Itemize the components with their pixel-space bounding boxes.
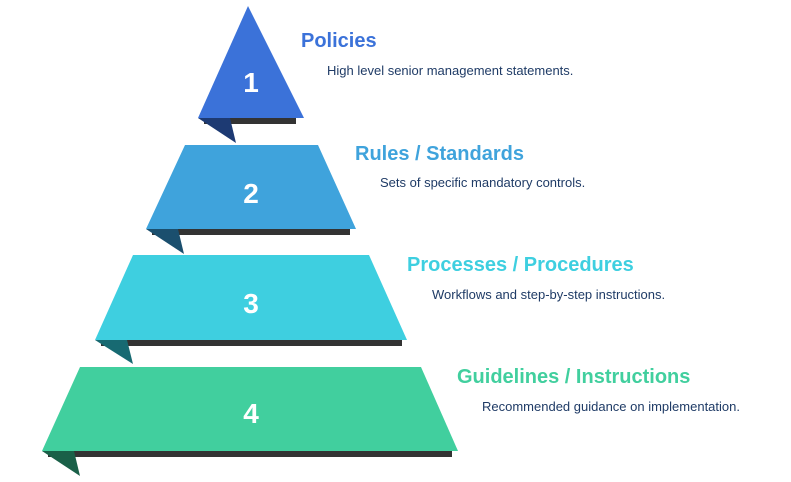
- pyramid-level-1: 1: [198, 6, 304, 143]
- level-4-description: Recommended guidance on implementation.: [482, 399, 740, 414]
- level-4-shape: [42, 367, 458, 451]
- level-3-number: 3: [243, 288, 259, 319]
- level-3-shadow-strip: [101, 340, 402, 346]
- level-2-fold: [146, 229, 184, 254]
- level-4-shadow-strip: [48, 451, 452, 457]
- level-2-number: 2: [243, 178, 259, 209]
- level-1-description: High level senior management statements.: [327, 63, 574, 78]
- pyramid-level-3: 3: [95, 255, 407, 364]
- level-1-fold: [198, 118, 236, 143]
- pyramid-level-4: 4: [42, 367, 458, 476]
- level-3-shape: [95, 255, 407, 340]
- level-2-shadow-strip: [152, 229, 350, 235]
- level-3-title: Processes / Procedures: [407, 254, 634, 276]
- level-3-description: Workflows and step-by-step instructions.: [432, 287, 666, 302]
- level-1-number: 1: [243, 67, 259, 98]
- level-2-shape: [146, 145, 356, 229]
- level-4-number: 4: [243, 398, 259, 429]
- level-3-fold: [95, 340, 133, 364]
- level-1-shape: [198, 6, 304, 118]
- pyramid-level-2: 2: [146, 145, 356, 254]
- level-2-title: Rules / Standards: [355, 143, 524, 165]
- level-2-description: Sets of specific mandatory controls.: [380, 175, 586, 190]
- level-1-title: Policies: [301, 30, 377, 52]
- level-4-title: Guidelines / Instructions: [457, 366, 691, 388]
- level-4-fold: [42, 451, 80, 476]
